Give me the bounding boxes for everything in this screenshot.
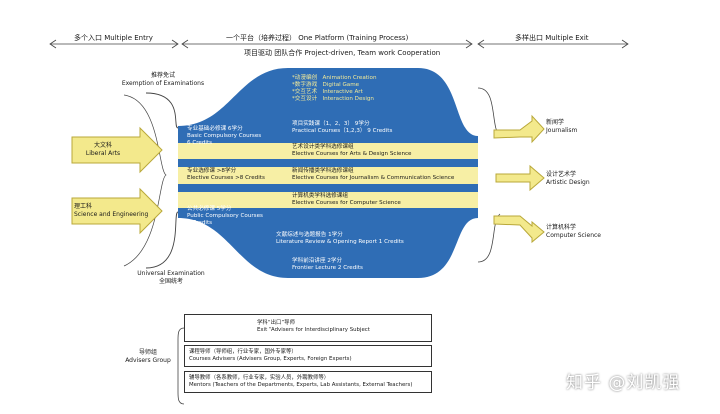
public-zh: 公共必修课 5学分 (187, 206, 232, 212)
multiple-exit-label: 多样出口 Multiple Exit (515, 34, 589, 42)
exit-artistic-design: 设计艺术学 Artistic Design (546, 171, 590, 187)
watermark-text: 知乎 @刘凯强 (566, 373, 681, 393)
specialty-list: *动漫编创 Animation Creation *数字游戏 Digital G… (292, 75, 377, 103)
project-driven-label: 项目驱动 团队合作 Project-driven, Team work Coop… (244, 49, 441, 57)
exit-computer-science: 计算机科学 Computer Science (546, 224, 601, 240)
art-elective-en: Elective Courses for Arts & Design Scien… (292, 151, 412, 157)
exit-arrows (493, 114, 545, 244)
public-credits: 5 Credits (187, 220, 213, 226)
basic-zh: 专业基础必修课 6学分 (187, 126, 243, 132)
entry-funnel-curves (123, 92, 179, 269)
subject-advisers-box: 学科“出口”导师 Exit “Advisers for Interdiscipl… (184, 314, 432, 342)
advisers-group-label: 导师组 Advisers Group (122, 349, 174, 365)
practical-courses: 项目实践课（1、2、3） 9学分 Practical Courses（1,2,3… (292, 121, 392, 135)
elective-bands (178, 143, 478, 208)
public-en: Public Compulsory Courses (187, 213, 263, 219)
lit-en: Literature Review & Opening Report 1 Cre… (276, 239, 404, 245)
practical-zh: 项目实践课（1、2、3） 9学分 (292, 121, 370, 127)
journal-elective-zh: 新闻传播类学科选修课组 (292, 168, 354, 174)
cs-elective: 计算机类学科选修课组 Elective Courses for Computer… (292, 193, 401, 207)
art-elective: 艺术设计类学科选修课组 Elective Courses for Arts & … (292, 144, 412, 158)
advisers-group-zh: 导师组 (138, 349, 157, 356)
liberal-arts-label: 大文科 Liberal Arts (78, 142, 128, 158)
elective-en: Elective Courses >8 Credits (187, 175, 265, 181)
exit-cs-en: Computer Science (546, 232, 601, 239)
science-engineering-en: Science and Engineering (74, 211, 149, 218)
science-engineering-zh: 理工科 (74, 203, 93, 210)
science-engineering-label: 理工科 Science and Engineering (74, 203, 158, 219)
professional-elective: 专业选修课 >8学分 Elective Courses >8 Credits (187, 168, 265, 182)
advisers-group-en: Advisers Group (125, 357, 171, 364)
subject-advisers-text: 学科“出口”导师 Exit “Advisers for Interdiscipl… (257, 320, 370, 334)
multiple-entry-label: 多个入口 Multiple Entry (74, 34, 153, 42)
basic-credits: 6 Credits (187, 140, 213, 146)
exemption-en: Exemption of Examinations (121, 80, 205, 87)
exemption-zh: 推荐免试 (150, 72, 175, 79)
exit-design-en: Artistic Design (546, 179, 590, 186)
journal-elective-en: Elective Courses for Journalism & Commun… (292, 175, 455, 181)
advisers-bracket (177, 327, 185, 405)
exit-design-zh: 设计艺术学 (546, 171, 577, 178)
specialty-item: *交互设计 Interaction Design (292, 96, 374, 102)
mentors-zh: 辅导教师（各系教师，行业专家，实验人员，外聘教师等） (189, 375, 330, 381)
top-arrows (49, 39, 629, 49)
course-advisers-zh: 课程导师（导师组，行业专家，国外专家等） (189, 349, 297, 355)
course-advisers-box: 课程导师（导师组，行业专家，国外专家等） Courses Advisers (A… (184, 345, 432, 367)
subject-advisers-en: Exit “Advisers for Interdisciplinary Sub… (257, 327, 370, 333)
liberal-arts-en: Liberal Arts (85, 150, 121, 157)
entry-arrows (71, 126, 163, 235)
one-platform-label: 一个平台（培养过程） One Platform (Training Proces… (226, 34, 409, 42)
frontier-en: Frontier Lecture 2 Credits (292, 265, 363, 271)
universal-exam-zh: 全国统考 (158, 278, 183, 285)
liberal-arts-zh: 大文科 (93, 142, 112, 149)
mentors-box: 辅导教师（各系教师，行业专家，实验人员，外聘教师等） Mentors (Teac… (184, 371, 432, 393)
exemption-label: 推荐免试 Exemption of Examinations (118, 72, 208, 88)
cs-elective-zh: 计算机类学科选修课组 (292, 193, 348, 199)
exit-journalism: 新闻学 Journalism (546, 119, 577, 135)
course-advisers-text: 课程导师（导师组，行业专家，国外专家等） Courses Advisers (A… (189, 349, 352, 363)
basic-compulsory: 专业基础必修课 6学分 Basic Compulsory Courses 6 C… (187, 126, 261, 147)
exit-journalism-en: Journalism (546, 127, 578, 134)
literature-review: 文献综述与选题报告 1学分 Literature Review & Openin… (276, 232, 404, 246)
art-elective-zh: 艺术设计类学科选修课组 (292, 144, 354, 150)
universal-exam-en: Universal Examination (137, 270, 205, 277)
specialty-item: *动漫编创 Animation Creation (292, 75, 377, 81)
specialty-item: *数字游戏 Digital Game (292, 82, 360, 88)
public-compulsory: 公共必修课 5学分 Public Compulsory Courses 5 Cr… (187, 206, 263, 227)
frontier-lecture: 学科前沿讲座 2学分 Frontier Lecture 2 Credits (292, 258, 363, 272)
course-advisers-en: Courses Advisers (Advisers Group, Expert… (189, 356, 352, 362)
lit-zh: 文献综述与选题报告 1学分 (276, 232, 343, 238)
elective-zh: 专业选修课 >8学分 (187, 168, 237, 174)
mentors-en: Mentors (Teachers of the Departments, Ex… (189, 382, 413, 388)
universal-exam-label: Universal Examination 全国统考 (128, 270, 214, 286)
frontier-zh: 学科前沿讲座 2学分 (292, 258, 343, 264)
specialty-item: *交互艺术 Interactive Art (292, 89, 363, 95)
mentors-text: 辅导教师（各系教师，行业专家，实验人员，外聘教师等） Mentors (Teac… (189, 375, 412, 389)
exit-journalism-zh: 新闻学 (546, 119, 565, 126)
subject-advisers-zh: 学科“出口”导师 (257, 320, 295, 326)
exit-cs-zh: 计算机科学 (546, 224, 577, 231)
journalism-elective: 新闻传播类学科选修课组 Elective Courses for Journal… (292, 168, 454, 182)
cs-elective-en: Elective Courses for Computer Science (292, 200, 401, 206)
practical-en: Practical Courses（1,2,3） 9 Credits (292, 128, 393, 134)
basic-en: Basic Compulsory Courses (187, 133, 262, 139)
